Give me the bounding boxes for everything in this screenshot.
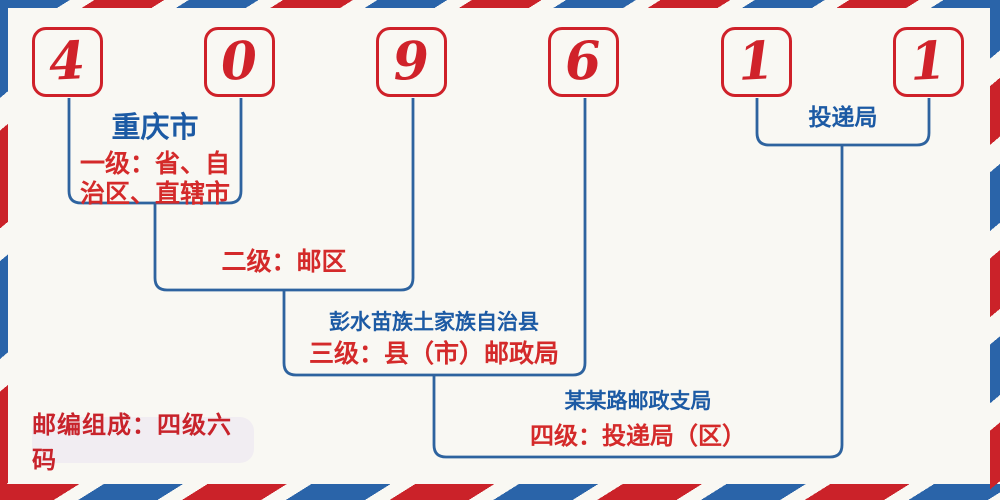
digit-box-2: 0 xyxy=(204,27,275,97)
level4-place-name: 某某路邮政支局 xyxy=(564,389,712,413)
level4-bracket xyxy=(432,144,844,459)
composition-badge-label: 邮编组成：四级六码 xyxy=(32,411,232,474)
digit-box-3: 9 xyxy=(376,27,447,97)
level1-annotation: 重庆市 一级：省、自治区、直辖市 xyxy=(55,110,255,209)
digit-5: 1 xyxy=(736,30,777,93)
digit-2: 0 xyxy=(219,30,260,93)
composition-badge: 邮编组成：四级六码 xyxy=(32,411,254,474)
delivery-office-annotation: 投递局 xyxy=(768,105,918,133)
level3-description: 三级：县（市）邮政局 xyxy=(308,339,559,369)
level3-place-name: 彭水苗族土家族自治县 xyxy=(329,310,539,334)
digit-4: 6 xyxy=(563,30,604,93)
level3-annotation: 彭水苗族土家族自治县 三级：县（市）邮政局 xyxy=(284,310,584,369)
level1-place-name: 重庆市 xyxy=(111,110,199,144)
digit-box-1: 4 xyxy=(32,27,103,97)
delivery-office-bracket xyxy=(755,98,931,147)
digit-1: 4 xyxy=(47,30,88,93)
level2-annotation: 二级：邮区 xyxy=(184,247,384,277)
level4-description: 四级：投递局（区） xyxy=(530,422,746,451)
delivery-office-label: 投递局 xyxy=(808,105,878,131)
digit-6: 1 xyxy=(908,30,949,93)
digit-3: 9 xyxy=(391,30,432,93)
level4-annotation: 某某路邮政支局 四级：投递局（区） xyxy=(488,389,788,451)
digit-box-5: 1 xyxy=(721,27,792,97)
digit-box-4: 6 xyxy=(548,27,619,97)
level2-description: 二级：邮区 xyxy=(221,247,347,276)
digit-box-6: 1 xyxy=(893,27,964,97)
level1-description: 一级：省、自治区、直辖市 xyxy=(79,148,230,208)
